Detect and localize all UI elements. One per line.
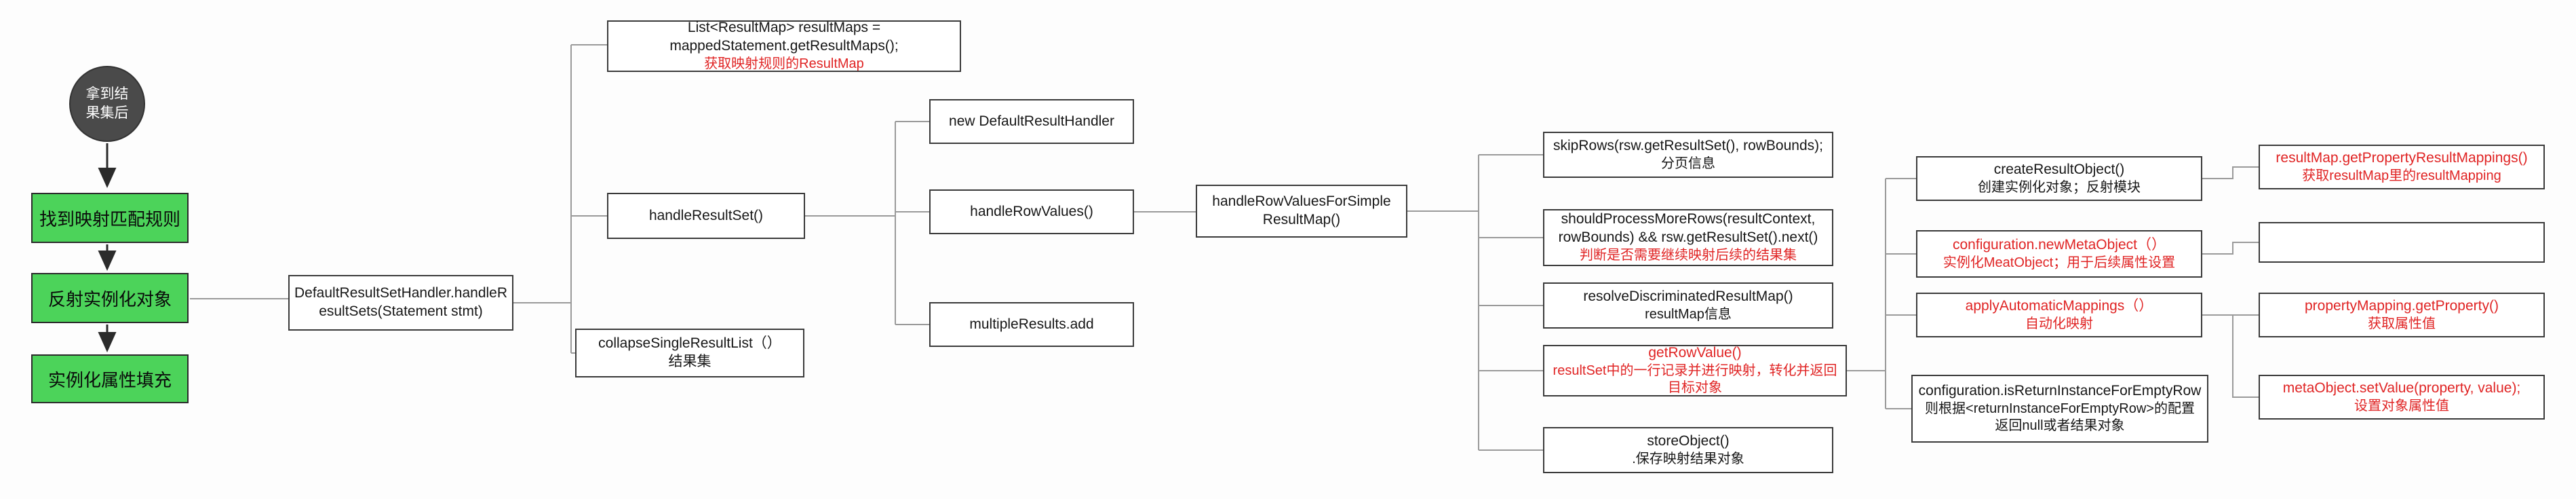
node-caption: 则根据<returnInstanceForEmptyRow>的配置 返回null… <box>1925 401 2195 434</box>
step-label: 反射实例化对象 <box>47 289 172 310</box>
node-caption: 获取映射规则的ResultMap <box>704 56 864 72</box>
step-label: 实例化属性填充 <box>47 369 172 390</box>
node-text: propertyMapping.getProperty() <box>2305 297 2499 314</box>
node-text: configuration.newMetaObject（） <box>1953 236 2166 253</box>
node-empty <box>2259 222 2545 263</box>
node-collapse-single-result-list: collapseSingleResultList（） 结果集 <box>575 329 804 377</box>
node-text: handleRowValuesForSimple ResultMap() <box>1212 193 1391 227</box>
node-caption: 分页信息 <box>1661 155 1715 171</box>
node-text: resolveDiscriminatedResultMap() <box>1583 288 1793 304</box>
node-text: getRowValue() <box>1648 344 1742 361</box>
node-text: List<ResultMap> resultMaps = mappedState… <box>669 20 899 54</box>
node-caption: 获取属性值 <box>2368 316 2436 331</box>
node-text: storeObject() <box>1647 432 1730 449</box>
node-text: handleResultSet() <box>648 207 764 223</box>
node-caption: 设置对象属性值 <box>2354 398 2449 413</box>
node-caption: 实例化MeatObject；用于后续属性设置 <box>1943 255 2176 270</box>
node-property-mapping-get-property: propertyMapping.getProperty() 获取属性值 <box>2259 293 2545 337</box>
node-text: collapseSingleResultList（） 结果集 <box>598 335 781 369</box>
node-new-default-result-handler: new DefaultResultHandler <box>929 99 1134 144</box>
node-store-object: storeObject() .保存映射结果对象 <box>1543 427 1833 473</box>
node-caption: resultMap信息 <box>1645 306 1732 322</box>
node-text: handleRowValues() <box>970 203 1093 219</box>
node-apply-automatic-mappings: applyAutomaticMappings（） 自动化映射 <box>1916 293 2202 337</box>
node-caption: 自动化映射 <box>2025 316 2093 331</box>
step-property-fill: 实例化属性填充 <box>31 354 189 403</box>
node-get-result-maps: List<ResultMap> resultMaps = mappedState… <box>607 20 961 72</box>
node-text: DefaultResultSetHandler.handleR esultSet… <box>294 285 508 319</box>
node-text: configuration.isReturnInstanceForEmptyRo… <box>1918 382 2202 399</box>
node-text: skipRows(rsw.getResultSet(), rowBounds); <box>1553 137 1823 153</box>
node-resolve-discriminated-result-map: resolveDiscriminatedResultMap() resultMa… <box>1543 282 1833 329</box>
node-text: resultMap.getPropertyResultMappings() <box>2276 149 2528 166</box>
step-label: 找到映射匹配规则 <box>39 208 180 229</box>
node-should-process-more-rows: shouldProcessMoreRows(resultContext, row… <box>1543 209 1833 266</box>
node-text: new DefaultResultHandler <box>949 113 1114 129</box>
node-caption: 创建实例化对象；反射模块 <box>1978 179 2141 195</box>
step-find-mapping-rule: 找到映射匹配规则 <box>31 193 189 243</box>
node-caption: .保存映射结果对象 <box>1632 451 1744 466</box>
start-circle: 拿到结 果集后 <box>69 66 145 142</box>
node-handle-row-values: handleRowValues() <box>929 189 1134 234</box>
node-caption: resultSet中的一行记录并进行映射，转化并返回 目标对象 <box>1553 363 1837 396</box>
node-text: shouldProcessMoreRows(resultContext, row… <box>1558 211 1818 246</box>
node-caption: 判断是否需要继续映射后续的结果集 <box>1580 248 1797 263</box>
node-get-property-result-mappings: resultMap.getPropertyResultMappings() 获取… <box>2259 145 2545 189</box>
node-caption: 获取resultMap里的resultMapping <box>2302 168 2501 183</box>
node-create-result-object: createResultObject() 创建实例化对象；反射模块 <box>1916 156 2202 201</box>
node-configuration-new-meta-object: configuration.newMetaObject（） 实例化MeatObj… <box>1916 230 2202 278</box>
node-text: applyAutomaticMappings（） <box>1965 297 2153 314</box>
node-text: createResultObject() <box>1993 161 2125 177</box>
node-default-result-set-handler: DefaultResultSetHandler.handleR esultSet… <box>288 275 513 331</box>
step-reflect-instantiate: 反射实例化对象 <box>31 273 189 323</box>
start-circle-label: 拿到结 果集后 <box>85 86 129 121</box>
node-handle-result-set: handleResultSet() <box>607 193 805 239</box>
node-get-row-value: getRowValue() resultSet中的一行记录并进行映射，转化并返回… <box>1543 345 1847 396</box>
node-multiple-results-add: multipleResults.add <box>929 302 1134 347</box>
node-is-return-instance-for-empty-row: configuration.isReturnInstanceForEmptyRo… <box>1911 375 2208 443</box>
node-skip-rows: skipRows(rsw.getResultSet(), rowBounds);… <box>1543 132 1833 178</box>
node-text: multipleResults.add <box>969 316 1094 332</box>
node-handle-row-values-for-simple-result-map: handleRowValuesForSimple ResultMap() <box>1196 185 1407 238</box>
node-meta-object-set-value: metaObject.setValue(property, value); 设置… <box>2259 375 2545 420</box>
node-text: metaObject.setValue(property, value); <box>2282 380 2521 396</box>
